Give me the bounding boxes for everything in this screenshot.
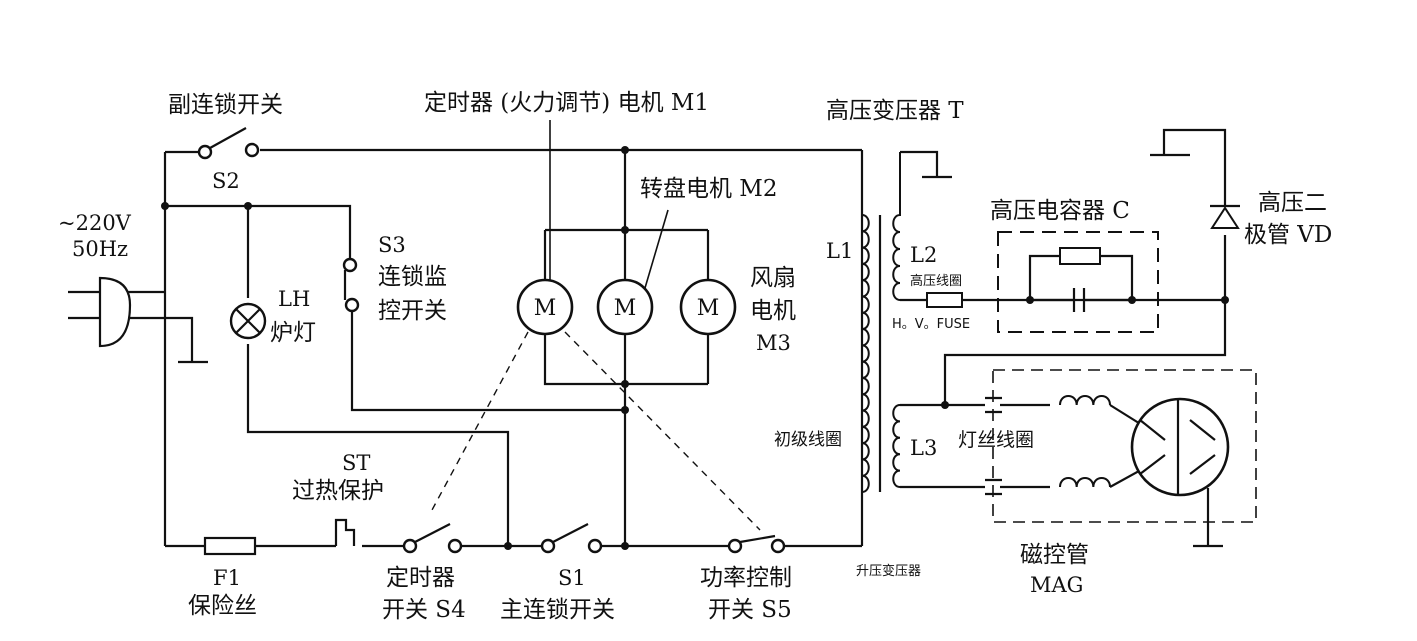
resistor-wire: [1028, 254, 1134, 300]
st-desc-label: 过热保护: [292, 478, 384, 504]
fan-label-line2: 电机: [750, 298, 796, 324]
m1-label: 定时器 (火力调节) 电机 M1: [424, 90, 709, 116]
diode-label-line1: 高压二: [1258, 190, 1327, 216]
choke-bottom: [1059, 477, 1111, 488]
switch-s1: [540, 523, 603, 554]
hv-fuse-label: H。V。FUSE: [892, 317, 970, 332]
motor-m1: M: [516, 278, 574, 336]
lamp-lh: [229, 302, 267, 340]
motor-m2: M: [596, 278, 654, 336]
mag-label-line1: 磁控管: [1020, 542, 1089, 568]
top-wire: [165, 148, 862, 154]
st-label: ST: [342, 451, 370, 475]
supply-frequency-label: 50Hz: [72, 237, 128, 261]
motor-m2-symbol: M: [614, 296, 637, 321]
motor-m1-symbol: M: [534, 296, 557, 321]
s5-label-line2: 开关 S5: [708, 597, 792, 623]
l1-label: L1: [826, 239, 853, 263]
s5-label-line1: 功率控制: [700, 565, 792, 591]
diode-label-line2: 极管 VD: [1244, 222, 1332, 248]
lamp-desc-label: 炉灯: [270, 320, 316, 346]
filament-coil-l3: [892, 404, 901, 488]
hv-fuse: [926, 292, 963, 308]
s2-label: S2: [212, 169, 240, 193]
choke-top: [1059, 395, 1111, 406]
s3-desc-line1: 连锁监: [378, 264, 447, 290]
primary-coil-l1: [861, 214, 870, 493]
transformer-t: [861, 152, 901, 493]
s3-return-wire: [350, 298, 625, 412]
switch-s3: [342, 257, 360, 313]
fan-label-line3: M3: [756, 331, 791, 355]
diode-wire: [943, 128, 1227, 405]
l2-desc-label: 高压线圈: [910, 273, 962, 289]
l2-label: L2: [910, 243, 937, 267]
text-labels: 副连锁开关 S2 ~220V 50Hz 定时器 (火力调节) 电机 M1 转盘电…: [58, 90, 1332, 623]
mag-label-line2: MAG: [1030, 573, 1083, 597]
s1-label: S1: [558, 566, 586, 590]
m1-s4-linkage: [431, 331, 529, 511]
s3-desc-line2: 控开关: [378, 298, 447, 324]
s1-desc-label: 主连锁开关: [500, 597, 615, 623]
f1-label: F1: [213, 566, 241, 590]
m2-label: 转盘电机 M2: [640, 176, 778, 202]
plug-wire: [128, 290, 194, 362]
s3-feed-wire: [165, 204, 352, 258]
bleeder-resistor: [1059, 247, 1101, 265]
capacitor-box: [997, 231, 1159, 333]
s3-label: S3: [378, 233, 406, 257]
motor-m3: M: [679, 278, 737, 336]
fan-label-line1: 风扇: [750, 265, 796, 291]
s2-name-label: 副连锁开关: [168, 92, 283, 118]
m2-pointer: [644, 209, 669, 289]
feedthrough-capacitors: [985, 396, 1002, 496]
switch-s5: [727, 534, 786, 554]
hv-capacitor: [1072, 288, 1086, 312]
lamp-wire: [246, 206, 510, 546]
switch-s2: [197, 127, 260, 160]
magnetron-tube: [1130, 397, 1230, 497]
capacitor-label: 高压电容器 C: [990, 198, 1130, 224]
step-up-label: 升压变压器: [856, 563, 921, 579]
thermal-protector-st: [334, 518, 356, 546]
l2-top-wire: [900, 150, 939, 176]
secondary-coil-l2: [892, 152, 901, 301]
supply-voltage-label: ~220V: [58, 211, 132, 235]
m1-s5-linkage: [564, 331, 761, 531]
lamp-lh-label: LH: [278, 287, 310, 311]
s4-label-line1: 定时器: [386, 565, 455, 591]
power-plug: [68, 276, 208, 364]
f1-desc-label: 保险丝: [188, 593, 257, 619]
s4-label-line2: 开关 S4: [382, 597, 466, 623]
transformer-label: 高压变压器 T: [826, 98, 964, 124]
switch-s4: [402, 523, 463, 554]
hv-diode-vd: [1210, 204, 1240, 229]
l3-label: L3: [910, 436, 937, 460]
fuse-f1: [203, 536, 257, 556]
filament-label: 灯丝线圈: [958, 429, 1034, 451]
primary-coil-label: 初级线圈: [774, 430, 842, 450]
motor-m3-symbol: M: [697, 296, 720, 321]
junction-dots: [161, 146, 1229, 550]
